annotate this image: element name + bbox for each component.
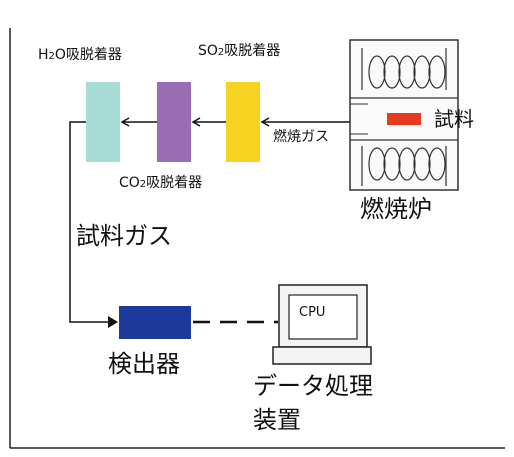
co2-absorber-label: CO2吸脱着器	[119, 175, 203, 191]
data-processor-label-line1: データ処理	[253, 372, 373, 400]
detector-label: 検出器	[108, 350, 180, 378]
h2o-absorber-label: H2O吸脱着器	[38, 47, 122, 63]
co2-absorber	[157, 82, 191, 162]
sample-boat	[387, 113, 421, 125]
computer-base	[272, 346, 372, 365]
data-processor-label-line2: 装置	[253, 406, 301, 434]
combustion-gas-label: 燃焼ガス	[273, 129, 329, 145]
cpu-label: CPU	[299, 305, 326, 320]
monitor-screen	[288, 294, 358, 340]
detector-box	[119, 306, 191, 339]
so2-absorber	[226, 82, 260, 162]
sample-gas-label: 試料ガス	[76, 222, 172, 250]
h2o-absorber	[86, 82, 120, 162]
furnace-label: 燃焼炉	[360, 195, 432, 223]
upper-heater-coil	[361, 48, 447, 90]
computer	[272, 284, 372, 365]
arrowhead-co2	[191, 117, 201, 127]
arrowhead-h2o	[120, 117, 130, 127]
so2-absorber-label: SO2吸脱着器	[198, 43, 281, 59]
arrowhead-detector	[108, 316, 118, 328]
sample-label: 試料	[434, 107, 474, 131]
lower-heater-coil	[361, 146, 447, 186]
combustion-furnace	[349, 39, 459, 191]
arrowhead-so2	[260, 117, 270, 127]
flow-arrows	[69, 117, 365, 323]
line-h2o-to-detector	[69, 121, 108, 323]
